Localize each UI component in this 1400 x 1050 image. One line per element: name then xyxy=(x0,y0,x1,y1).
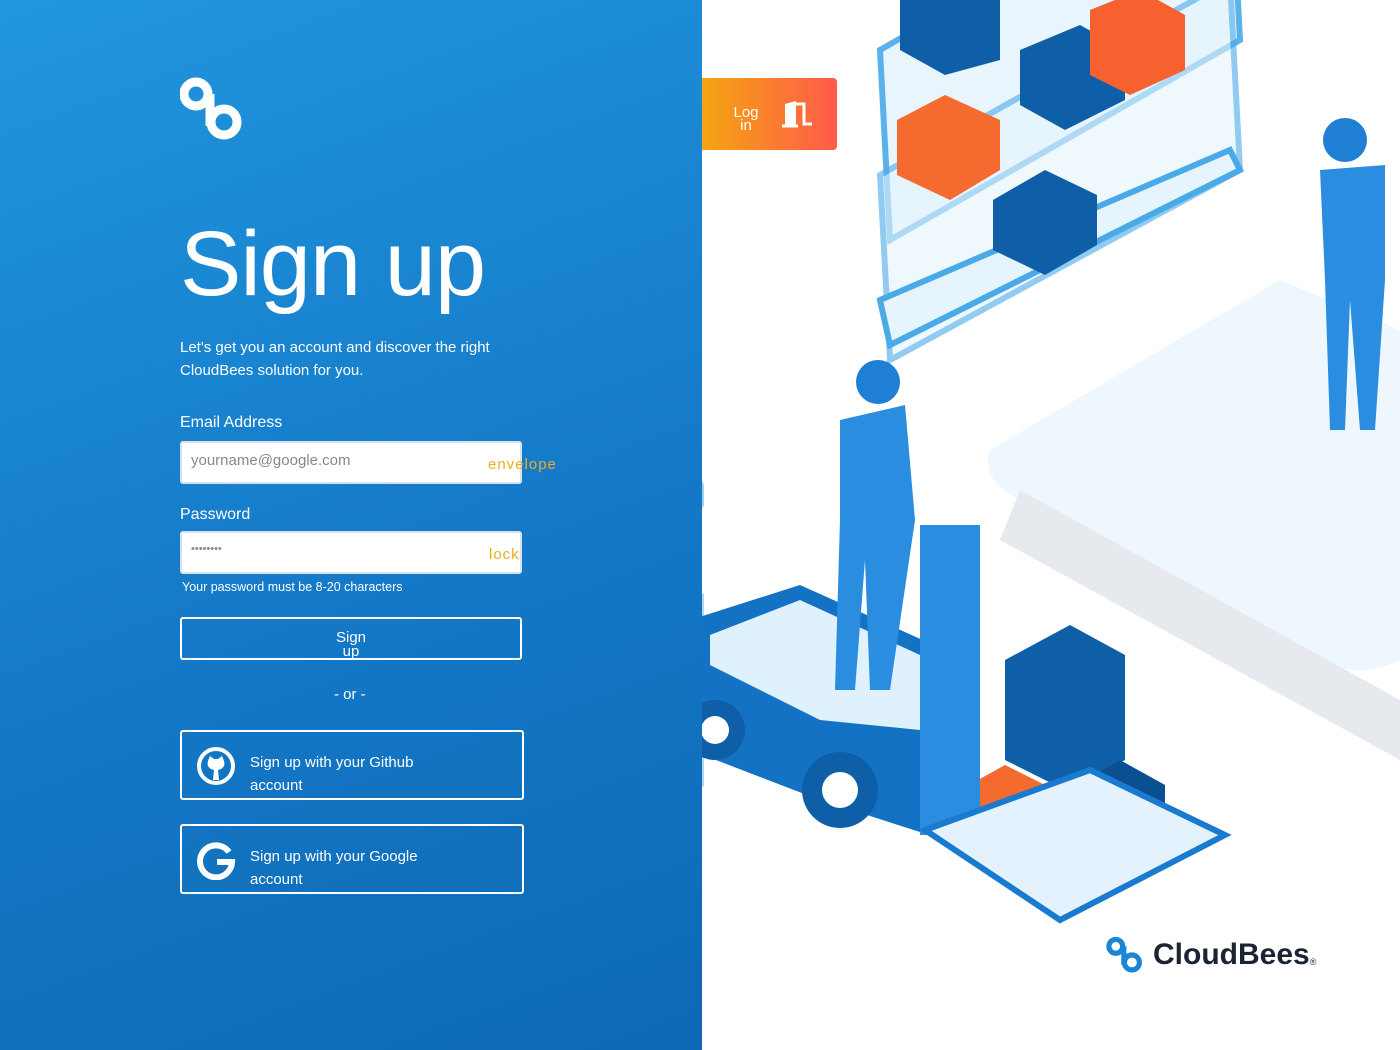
google-icon xyxy=(197,842,236,880)
email-label: Email Address xyxy=(180,414,283,431)
password-input[interactable]: •••••••• xyxy=(180,531,522,574)
or-label: - or - xyxy=(334,686,366,703)
cloudbees-brand: CloudBees ® xyxy=(1105,936,1316,974)
door-icon xyxy=(782,101,812,128)
brand-registered-mark: ® xyxy=(1309,957,1317,967)
table xyxy=(988,280,1400,670)
signup-panel: Sign up Let's get you an account and dis… xyxy=(0,0,702,1050)
table-shadow xyxy=(1000,490,1400,760)
login-label: Log in xyxy=(733,104,759,134)
page-subtitle: Let's get you an account and discover th… xyxy=(180,339,490,379)
password-label: Password xyxy=(180,506,251,523)
worker-figures xyxy=(835,118,1385,690)
brand-name: CloudBees xyxy=(1153,938,1310,971)
google-label: Sign up with your Google account xyxy=(250,848,418,888)
warehouse-illustration xyxy=(537,0,1400,924)
sign-up-label: Sign up xyxy=(335,629,367,660)
github-icon xyxy=(197,747,235,785)
envelope-icon: envelope xyxy=(488,456,557,473)
page-title: Sign up xyxy=(180,213,486,315)
github-label: Sign up with your Github account xyxy=(250,754,414,794)
lock-icon: lock xyxy=(489,546,520,563)
github-signup-button[interactable]: Sign up with your Github account xyxy=(180,730,524,800)
email-input[interactable]: yourname@google.com xyxy=(180,441,522,484)
sign-up-button[interactable]: Sign up xyxy=(180,617,522,660)
login-button[interactable]: Log in xyxy=(702,78,837,150)
cloudbees-logo-icon xyxy=(180,77,242,140)
google-signup-button[interactable]: Sign up with your Google account xyxy=(180,824,524,894)
cloudbees-mark-icon xyxy=(1106,936,1142,973)
password-hint: Your password must be 8-20 characters xyxy=(182,580,403,594)
